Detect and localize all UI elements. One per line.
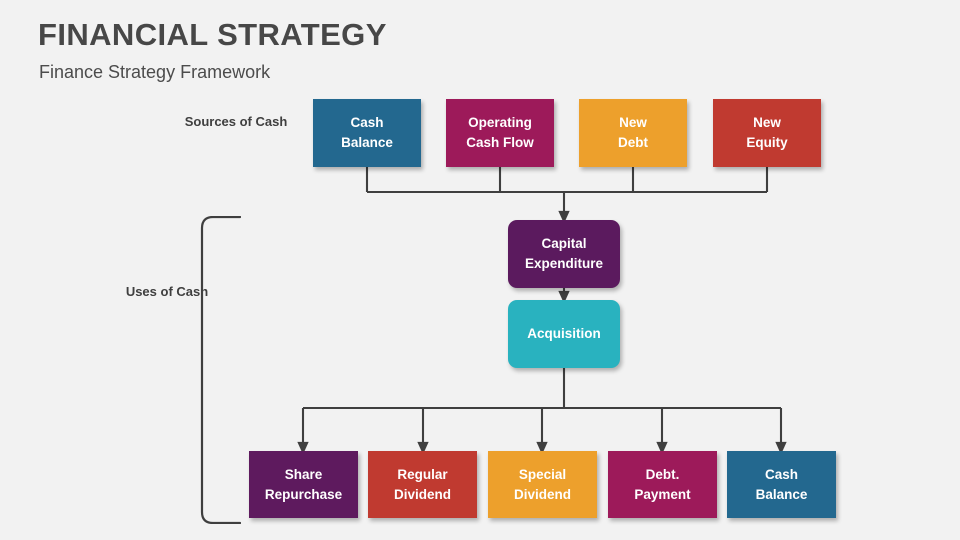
node-debt-payment[interactable]: Debt. Payment	[608, 451, 717, 518]
node-label: New Debt	[618, 115, 648, 150]
node-label: Regular Dividend	[393, 466, 451, 502]
node-label: Acquisition	[527, 326, 601, 342]
page-subtitle: Finance Strategy Framework	[39, 62, 271, 82]
node-cash-balance-use[interactable]: Cash Balance	[727, 451, 836, 518]
node-label: Debt. Payment	[634, 466, 691, 502]
node-label: Share Repurchase	[264, 466, 343, 502]
node-label: Cash Balance	[755, 466, 808, 502]
node-cash-balance-source[interactable]: Cash Balance	[313, 99, 421, 167]
node-label: Capital Expenditure	[524, 236, 603, 271]
node-new-debt[interactable]: New Debt	[579, 99, 687, 167]
node-new-equity[interactable]: New Equity	[713, 99, 821, 167]
uses-of-cash-bracket	[200, 216, 241, 524]
node-operating-cash-flow[interactable]: Operating Cash Flow	[446, 99, 554, 167]
node-regular-dividend[interactable]: Regular Dividend	[368, 451, 477, 518]
node-label: Cash Balance	[341, 115, 393, 150]
page-title: FINANCIAL STRATEGY	[38, 17, 387, 52]
node-special-dividend[interactable]: Special Dividend	[488, 451, 597, 518]
node-acquisition[interactable]: Acquisition	[508, 300, 620, 368]
node-label: New Equity	[746, 115, 788, 150]
node-capital-expenditure[interactable]: Capital Expenditure	[508, 220, 620, 288]
node-share-repurchase[interactable]: Share Repurchase	[249, 451, 358, 518]
sources-of-cash-label: Sources of Cash	[184, 114, 288, 129]
node-label: Operating Cash Flow	[466, 115, 534, 150]
uses-of-cash-label: Uses of Cash	[125, 284, 209, 299]
node-label: Special Dividend	[513, 466, 571, 502]
